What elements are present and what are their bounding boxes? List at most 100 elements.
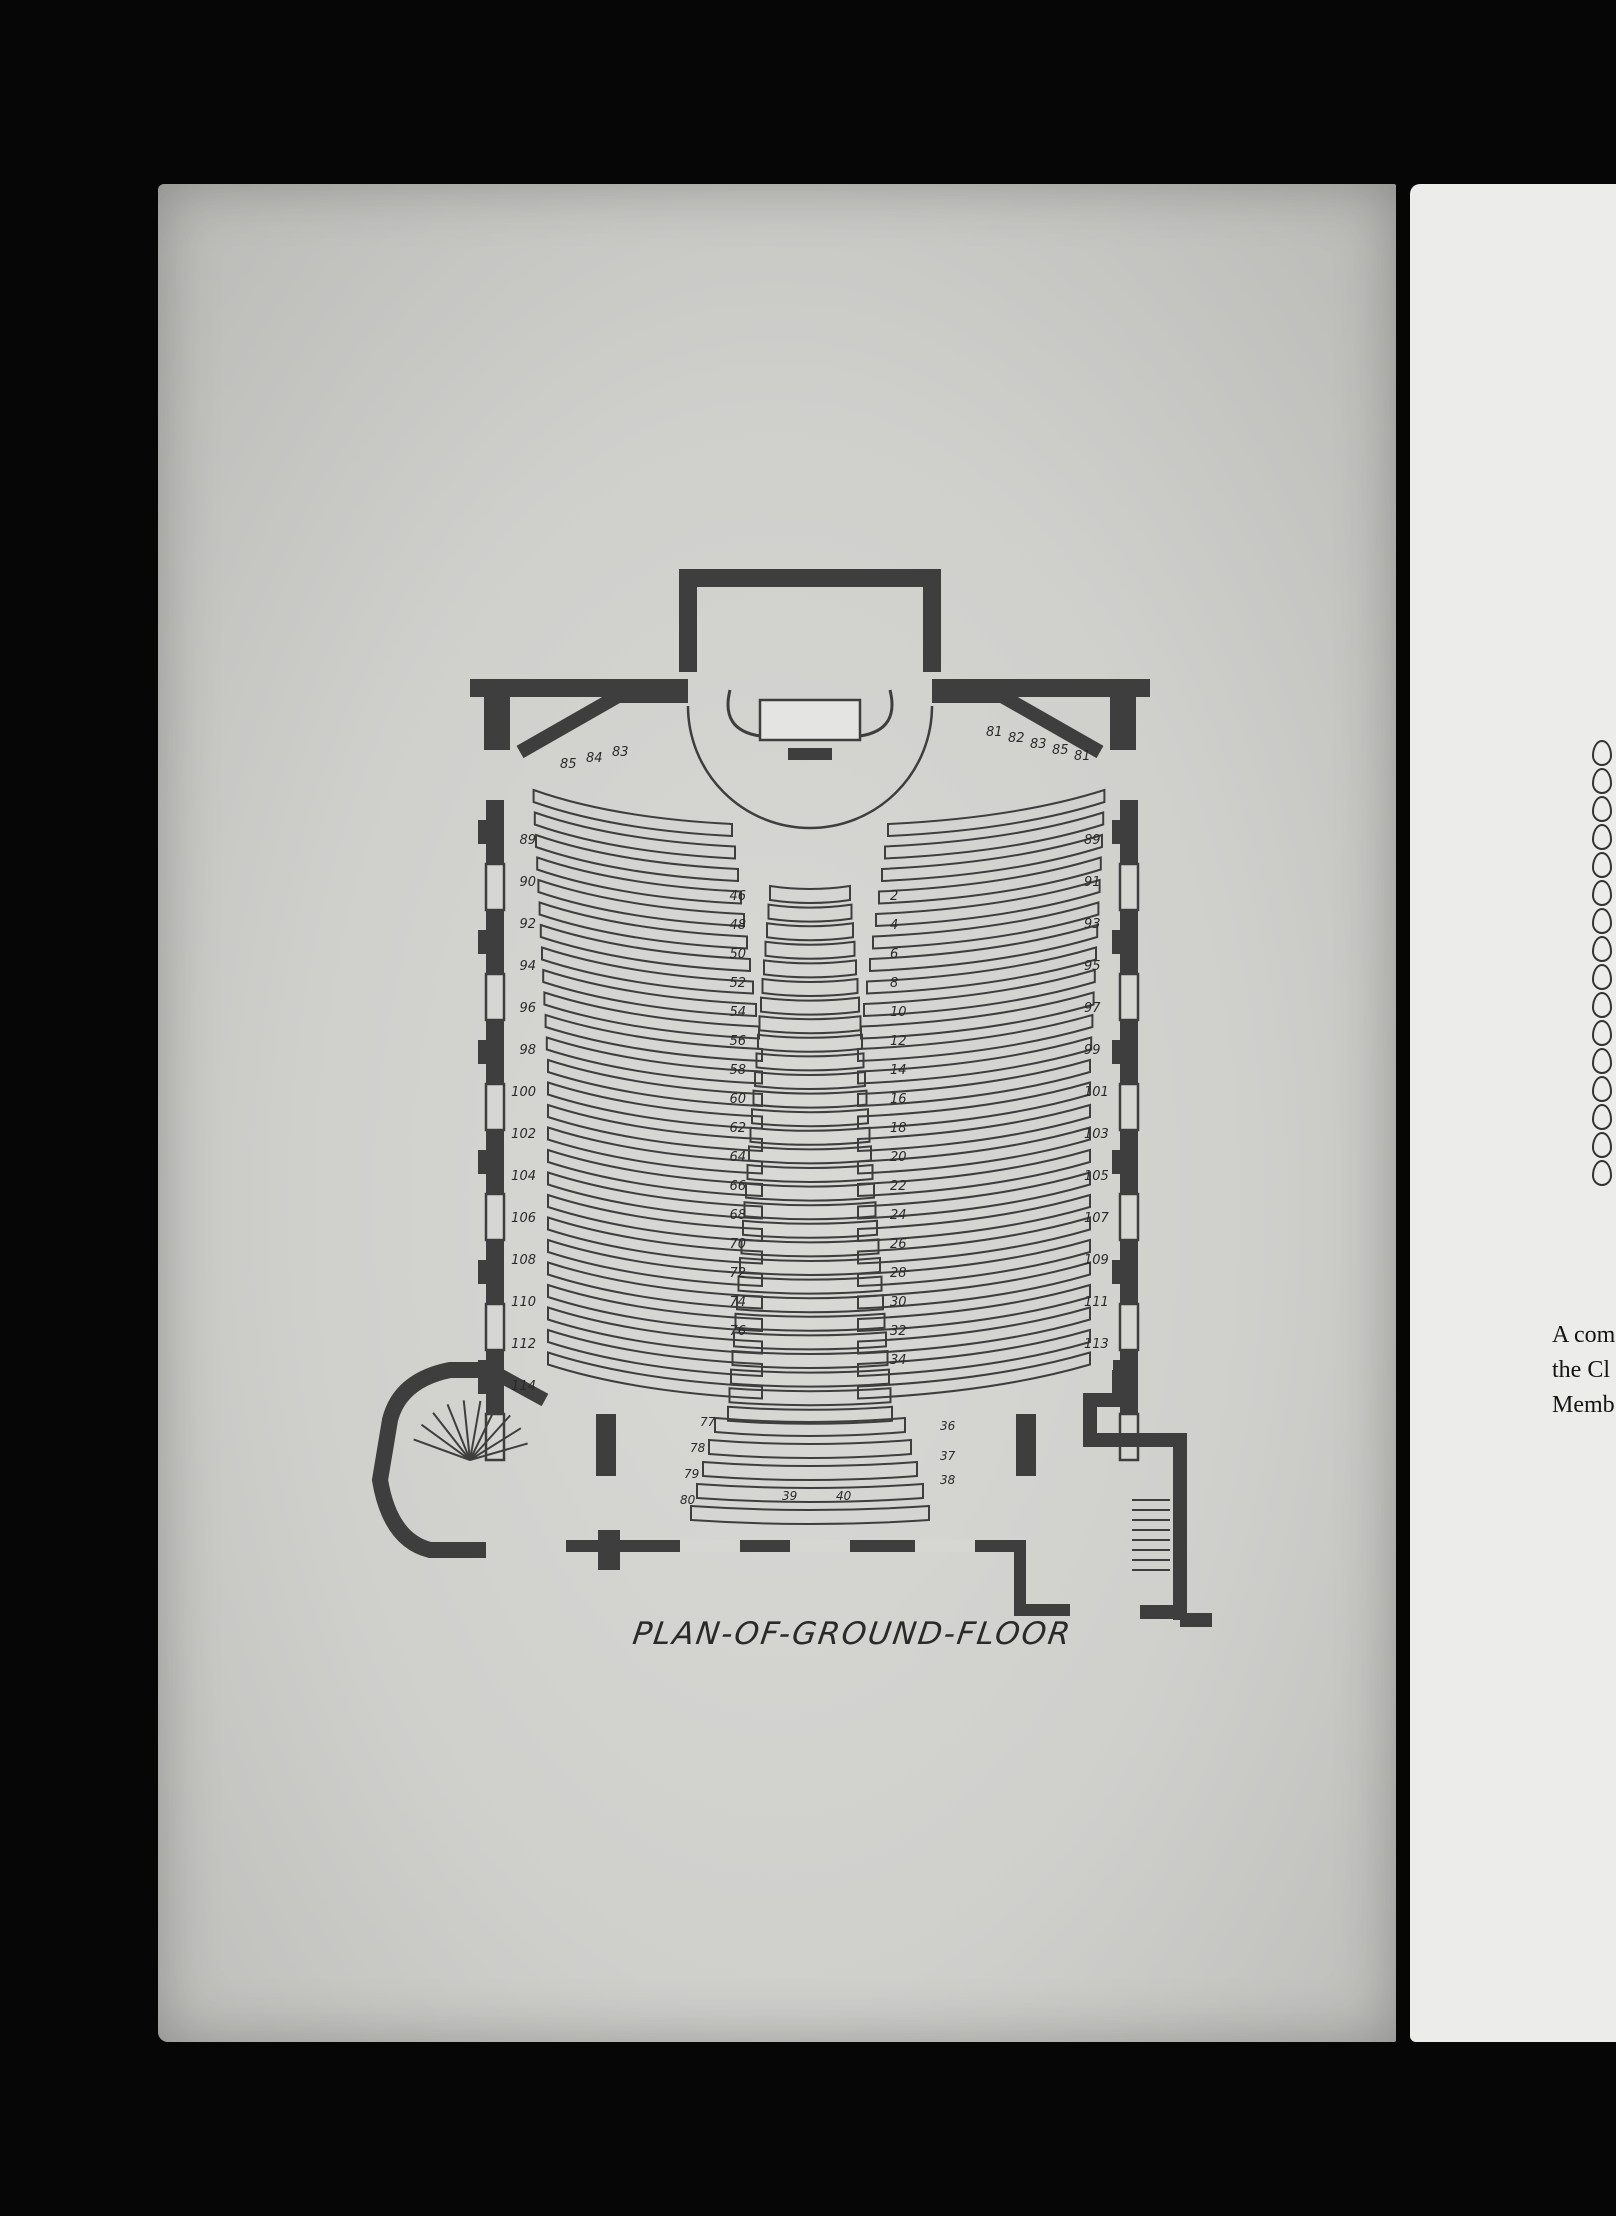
seat-number-left-outer: 92 [519,917,536,932]
seat-number-right-outer: 97 [1084,1001,1101,1016]
window [1118,862,1140,912]
seat-number-left-mid: 68 [729,1208,746,1223]
seat-number-right-outer: 91 [1084,875,1101,890]
left-pew [547,1193,763,1243]
front-pier [598,1530,620,1570]
pilaster [1112,1260,1122,1284]
right-pew [857,1306,1091,1355]
center-pew [755,1052,865,1072]
stair-tread [469,1414,511,1461]
left-pew [547,1058,763,1108]
vine-leaf [1592,1048,1612,1074]
center-front-pew [690,1504,930,1525]
seat-number-left-mid: 56 [729,1034,746,1049]
right-pew [857,1171,1091,1220]
seat-number-right-outer: 111 [1084,1295,1109,1310]
center-pew [736,1294,884,1314]
stair-tread [469,1400,482,1461]
seat-number-right-inner: 28 [890,1266,907,1281]
seat-number-right-inner: 34 [890,1353,907,1368]
window [484,1412,506,1462]
stair-tread [432,1412,471,1461]
left-pew [536,856,742,905]
seat-number-left-outer: 100 [511,1085,536,1100]
window [1118,972,1140,1022]
vine-leaf [1592,936,1612,962]
center-pew [743,1201,877,1221]
right-pew [857,1351,1091,1400]
seat-number-left-mid: 64 [729,1150,746,1165]
side-wall-right [1120,910,1138,974]
plan-caption: PLAN-OF-GROUND-FLOOR [630,1616,1075,1652]
seat-number-left-mid: 46 [729,889,746,904]
side-wall-left [486,910,504,974]
left-pew [541,946,754,995]
center-pew [727,1405,893,1425]
right-pew [857,1126,1091,1175]
seat-number-left-mid: 50 [729,947,746,962]
stair-wall-right [1083,1360,1187,1620]
seat-number-left-outer: 110 [511,1295,536,1310]
seat-number-left-mid: 58 [729,1063,746,1078]
pulpit [758,698,862,742]
center-pew [752,1089,868,1109]
seat-number-front: 79 [684,1467,699,1481]
pilaster [478,1040,488,1064]
vine-leaf [1592,908,1612,934]
center-pew [731,1349,889,1369]
center-pew [758,1015,862,1035]
left-pew [547,1283,763,1333]
seat-number-left-outer: 96 [519,1001,536,1016]
seat-number-front: 39 [782,1489,797,1503]
seat-number-right-outer: 103 [1084,1127,1109,1142]
seat-number-front: 38 [940,1473,956,1487]
window [484,1302,506,1352]
window [1118,1082,1140,1132]
window [1118,1192,1140,1242]
pilaster [1112,820,1122,844]
seat-number-right-inner: 24 [890,1208,907,1223]
seat-number-right-inner: 12 [890,1034,907,1049]
corner-post-right [1110,680,1136,750]
left-pew [535,833,739,883]
seat-number-left-outer: 112 [511,1337,536,1352]
seat-number-right-inner: 30 [890,1295,907,1310]
facing-page-line-1: A com [1552,1322,1616,1348]
seat-number-front: 77 [700,1415,716,1429]
side-wall-left [486,1020,504,1084]
vine-leaf [1592,740,1612,766]
right-pew [866,946,1097,995]
window [484,972,506,1022]
seat-number-right-inner: 6 [890,947,898,962]
vine-leaf [1592,1020,1612,1046]
center-front-pew [702,1460,918,1481]
left-pew [547,1126,763,1175]
right-pew [857,1013,1094,1063]
seat-number-right-inner: 18 [890,1121,907,1136]
right-pew [887,788,1106,838]
left-pew [538,901,748,950]
seat-number-left-mid: 54 [729,1005,746,1020]
right-pew [863,968,1096,1018]
vine-leaf [1592,880,1612,906]
seat-number-right-inner: 14 [890,1063,907,1078]
right-pew [857,1216,1091,1265]
left-pew [547,1171,763,1220]
seat-number-left-mid: 52 [729,976,746,991]
right-pew [857,1148,1091,1198]
center-pew [742,1219,878,1239]
lobby-wall-left [486,1363,549,1407]
seat-number-top-left: 84 [586,751,603,766]
left-pew [547,1103,763,1153]
seat-number-front: 78 [690,1441,706,1455]
right-pew [857,1081,1091,1130]
left-pew [547,1216,763,1265]
vine-leaf [1592,796,1612,822]
seat-number-right-outer: 89 [1084,833,1101,848]
center-pew [746,1163,874,1183]
seat-number-top-right: 81 [1074,749,1091,764]
vine-leaf [1592,768,1612,794]
right-pew [857,1036,1093,1085]
right-pew [884,811,1105,860]
vine-leaf [1592,992,1612,1018]
